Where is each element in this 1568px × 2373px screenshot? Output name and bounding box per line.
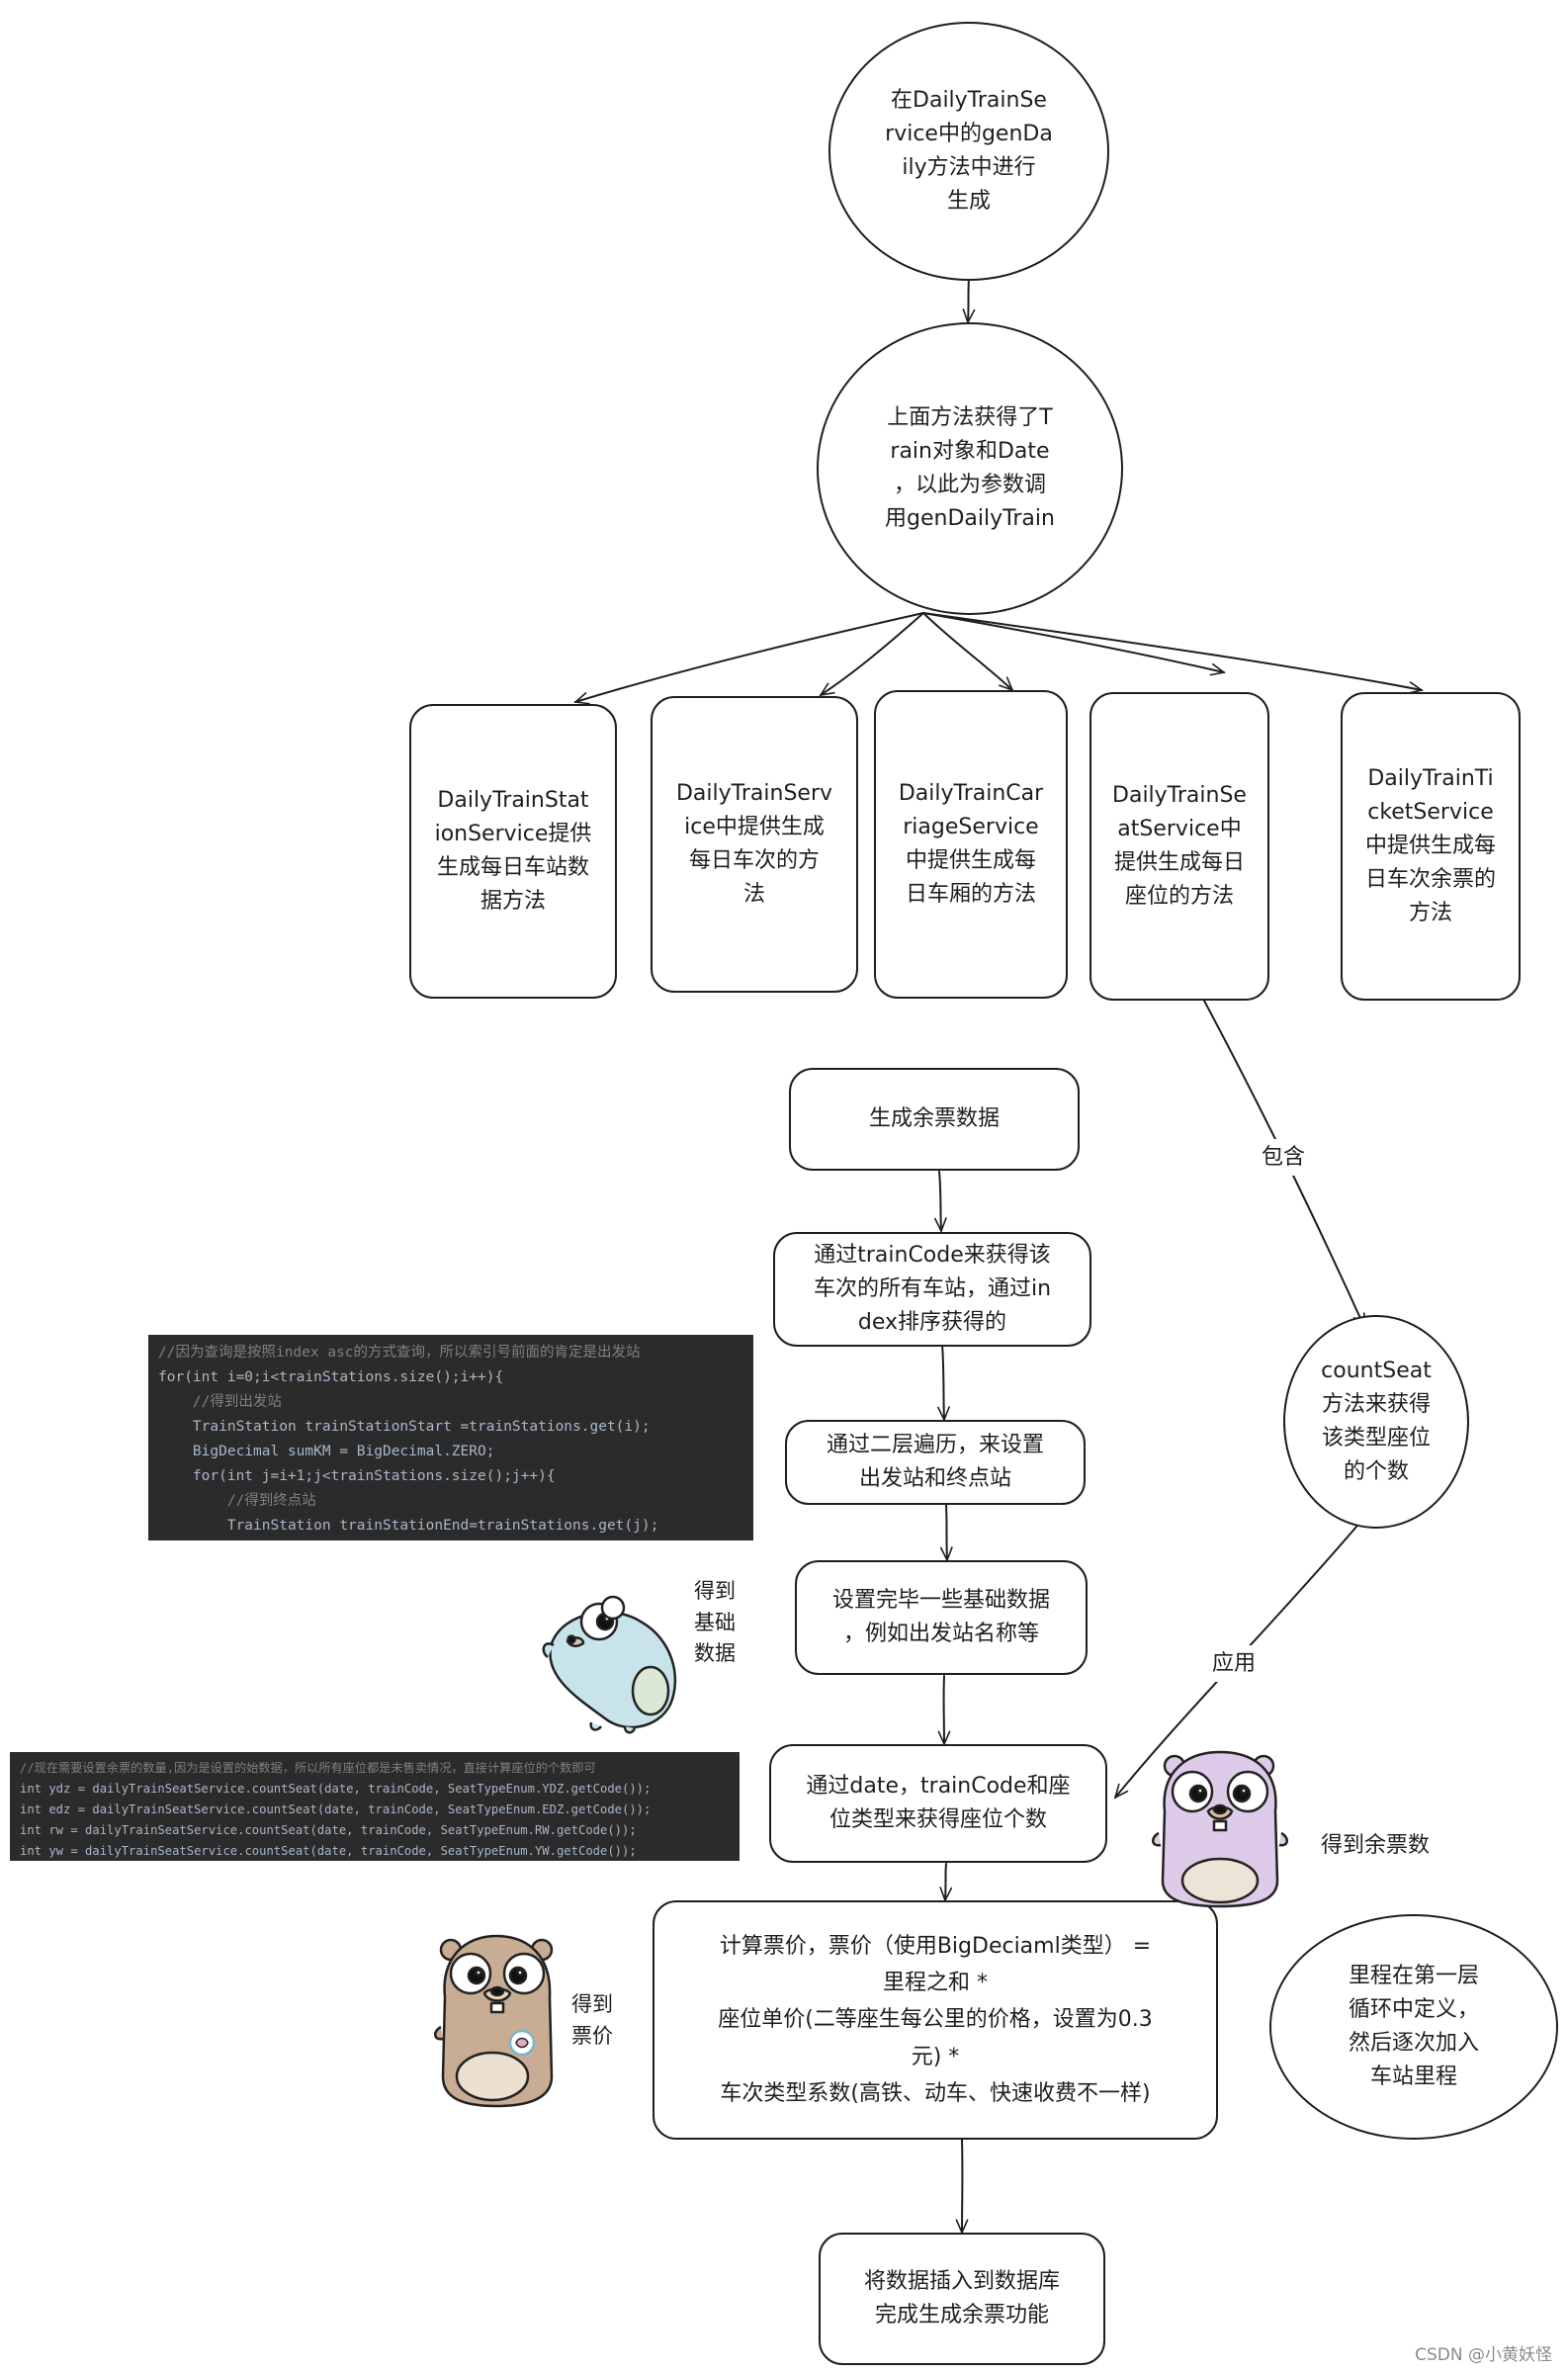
edge-label-apply: 应用 [1208, 1645, 1261, 1682]
edge-n2-b1 [575, 612, 924, 702]
edge-n2-b3 [922, 612, 1012, 690]
node-count-seat: countSeat 方法来获得 该类型座位 的个数 [1283, 1315, 1469, 1529]
code-snippet-count-seat: //现在需要设置余票的数量,因为是设置的始数据，所以所有座位都是未售卖情况，直接… [10, 1752, 740, 1861]
node-daily-train-ticket-service: DailyTrainTi cketService 中提供生成每 日车次余票的 方… [1341, 692, 1521, 1001]
node-daily-train-station-service: DailyTrainStat ionService提供 生成每日车站数 据方法 [409, 704, 617, 999]
node-daily-train-service: DailyTrainServ ice中提供生成 每日车次的方 法 [651, 696, 858, 993]
code-snippet-station-loop: //因为查询是按照index asc的方式查询，所以索引号前面的肯定是出发站 f… [148, 1335, 753, 1540]
code-line: BigDecimal sumKM = BigDecimal.ZERO; [158, 1444, 495, 1459]
edge-s5-s6 [945, 1863, 946, 1900]
annotation-remaining-tickets: 得到余票数 [1317, 1827, 1435, 1864]
node-generate-ticket-data: 生成余票数据 [789, 1068, 1080, 1171]
code-line: for(int i=0;i<trainStations.size();i++){ [158, 1369, 504, 1385]
code-line: //因为查询是按照index asc的方式查询，所以索引号前面的肯定是出发站 [158, 1345, 641, 1361]
code-line: TrainStation trainStationStart =trainSta… [158, 1419, 651, 1435]
code-line: //现在需要设置余票的数量,因为是设置的始数据，所以所有座位都是未售卖情况，直接… [20, 1761, 596, 1775]
code-line: //得到终点站 [158, 1493, 316, 1509]
node-calculate-price: 计算票价，票价（使用BigDeciaml类型） = 里程之和 * 座位单价(二等… [653, 1900, 1218, 2140]
edge-s3-s4 [946, 1504, 947, 1560]
gopher-mascot-purple [1152, 1750, 1288, 1908]
code-line: int ydz = dailyTrainSeatService.countSea… [20, 1782, 652, 1796]
edge-n2-b4 [922, 612, 1224, 672]
node-insert-database: 将数据插入到数据库 完成生成余票功能 [819, 2233, 1105, 2365]
code-line: //得到出发站 [158, 1394, 282, 1410]
code-line: for(int j=i+1;j<trainStations.size();j++… [158, 1468, 556, 1484]
watermark: CSDN @小黄妖怪 [1415, 2345, 1552, 2365]
code-line: int yw = dailyTrainSeatService.countSeat… [20, 1844, 637, 1858]
gopher-mascot-brown [434, 1934, 554, 2108]
edge-n2-b5 [922, 612, 1422, 690]
annotation-ticket-price: 得到 票价 [567, 1987, 617, 2054]
edge-s1-s2 [939, 1171, 941, 1231]
node-train-and-date: 上面方法获得了T rain对象和Date ，以此为参数调 用genDailyTr… [817, 322, 1123, 615]
node-mileage-note: 里程在第一层 循环中定义， 然后逐次加入 车站里程 [1269, 1914, 1558, 2140]
code-line: int rw = dailyTrainSeatService.countSeat… [20, 1823, 637, 1837]
annotation-basic-data: 得到 基础 数据 [690, 1574, 740, 1672]
edge-s2-s3 [942, 1344, 944, 1420]
edge-n2-b2 [821, 612, 924, 695]
edge-n1-n2 [968, 276, 969, 322]
edge-label-contains: 包含 [1258, 1139, 1310, 1176]
code-line: int edz = dailyTrainSeatService.countSea… [20, 1802, 652, 1816]
node-get-seat-count: 通过date，trainCode和座 位类型来获得座位个数 [769, 1744, 1107, 1863]
node-daily-train-carriage-service: DailyTrainCar riageService 中提供生成每 日车厢的方法 [874, 690, 1068, 999]
node-get-stations-by-traincode: 通过trainCode来获得该 车次的所有车站，通过in dex排序获得的 [773, 1232, 1091, 1347]
code-line: TrainStation trainStationEnd=trainStatio… [158, 1518, 659, 1534]
node-daily-train-seat-service: DailyTrainSe atService中 提供生成每日 座位的方法 [1089, 692, 1269, 1001]
gopher-mascot-lying [542, 1595, 677, 1734]
node-set-basic-data: 设置完毕一些基础数据 ，例如出发站名称等 [795, 1560, 1088, 1675]
node-gen-daily-method: 在DailyTrainSe rvice中的genDa ily方法中进行 生成 [828, 22, 1109, 281]
node-two-level-loop: 通过二层遍历，来设置 出发站和终点站 [785, 1420, 1086, 1505]
